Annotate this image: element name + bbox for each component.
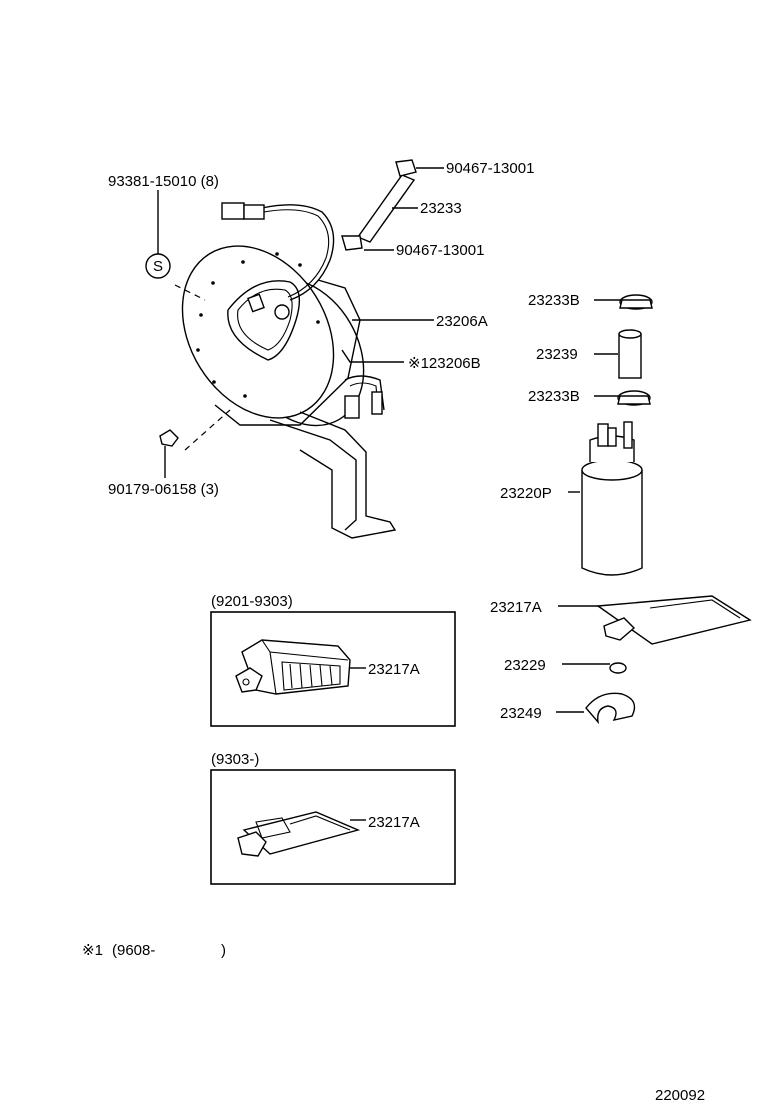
label-23239: 23239 bbox=[536, 346, 578, 363]
bolt-s-symbol: S bbox=[145, 253, 171, 279]
label-23233b-top: 23233B bbox=[528, 292, 580, 309]
label-23206b: ※123206B bbox=[408, 355, 481, 372]
label-93381-15010: 93381-15010 (8) bbox=[108, 173, 219, 190]
variant-2-period: (9303-) bbox=[211, 751, 259, 768]
fuel-sender-assembly-drawing bbox=[174, 202, 397, 539]
label-clamp-bottom: 90467-13001 bbox=[396, 242, 484, 259]
ring-23229 bbox=[609, 662, 627, 674]
label-23249: 23249 bbox=[500, 705, 542, 722]
bracket-23249 bbox=[585, 692, 636, 725]
screw-90179 bbox=[159, 429, 179, 447]
label-90179-06158: 90179-06158 (3) bbox=[108, 481, 219, 498]
footnote-mark: ※1 bbox=[82, 942, 103, 959]
svg-text:S: S bbox=[153, 258, 163, 275]
variant-1-part: 23217A bbox=[368, 661, 420, 678]
variant-2-part: 23217A bbox=[368, 814, 420, 831]
label-23233: 23233 bbox=[420, 200, 462, 217]
label-23229: 23229 bbox=[504, 657, 546, 674]
footnote-close: ) bbox=[221, 942, 226, 959]
label-23217a-main: 23217A bbox=[490, 599, 542, 616]
hose-23233 bbox=[341, 159, 417, 251]
wire-connector-plug bbox=[221, 202, 265, 220]
diagram-number: 220092 bbox=[655, 1087, 705, 1104]
variant-1-box bbox=[210, 611, 456, 727]
filter-23217a bbox=[596, 595, 752, 645]
clamp-23233b-bottom bbox=[617, 390, 651, 406]
variant-1-period: (9201-9303) bbox=[211, 593, 293, 610]
label-23220p: 23220P bbox=[500, 485, 552, 502]
variant-2-filter-drawing bbox=[237, 811, 361, 857]
footnote-text: (9608- bbox=[112, 942, 155, 959]
label-23233b-bottom: 23233B bbox=[528, 388, 580, 405]
label-23206a: 23206A bbox=[436, 313, 488, 330]
variant-1-filter-drawing bbox=[235, 639, 351, 695]
hose-23239 bbox=[618, 329, 642, 379]
clamp-23233b-top bbox=[619, 294, 653, 310]
fuel-pump-23220p bbox=[581, 421, 643, 576]
variant-2-box bbox=[210, 769, 456, 885]
label-clamp-top: 90467-13001 bbox=[446, 160, 534, 177]
